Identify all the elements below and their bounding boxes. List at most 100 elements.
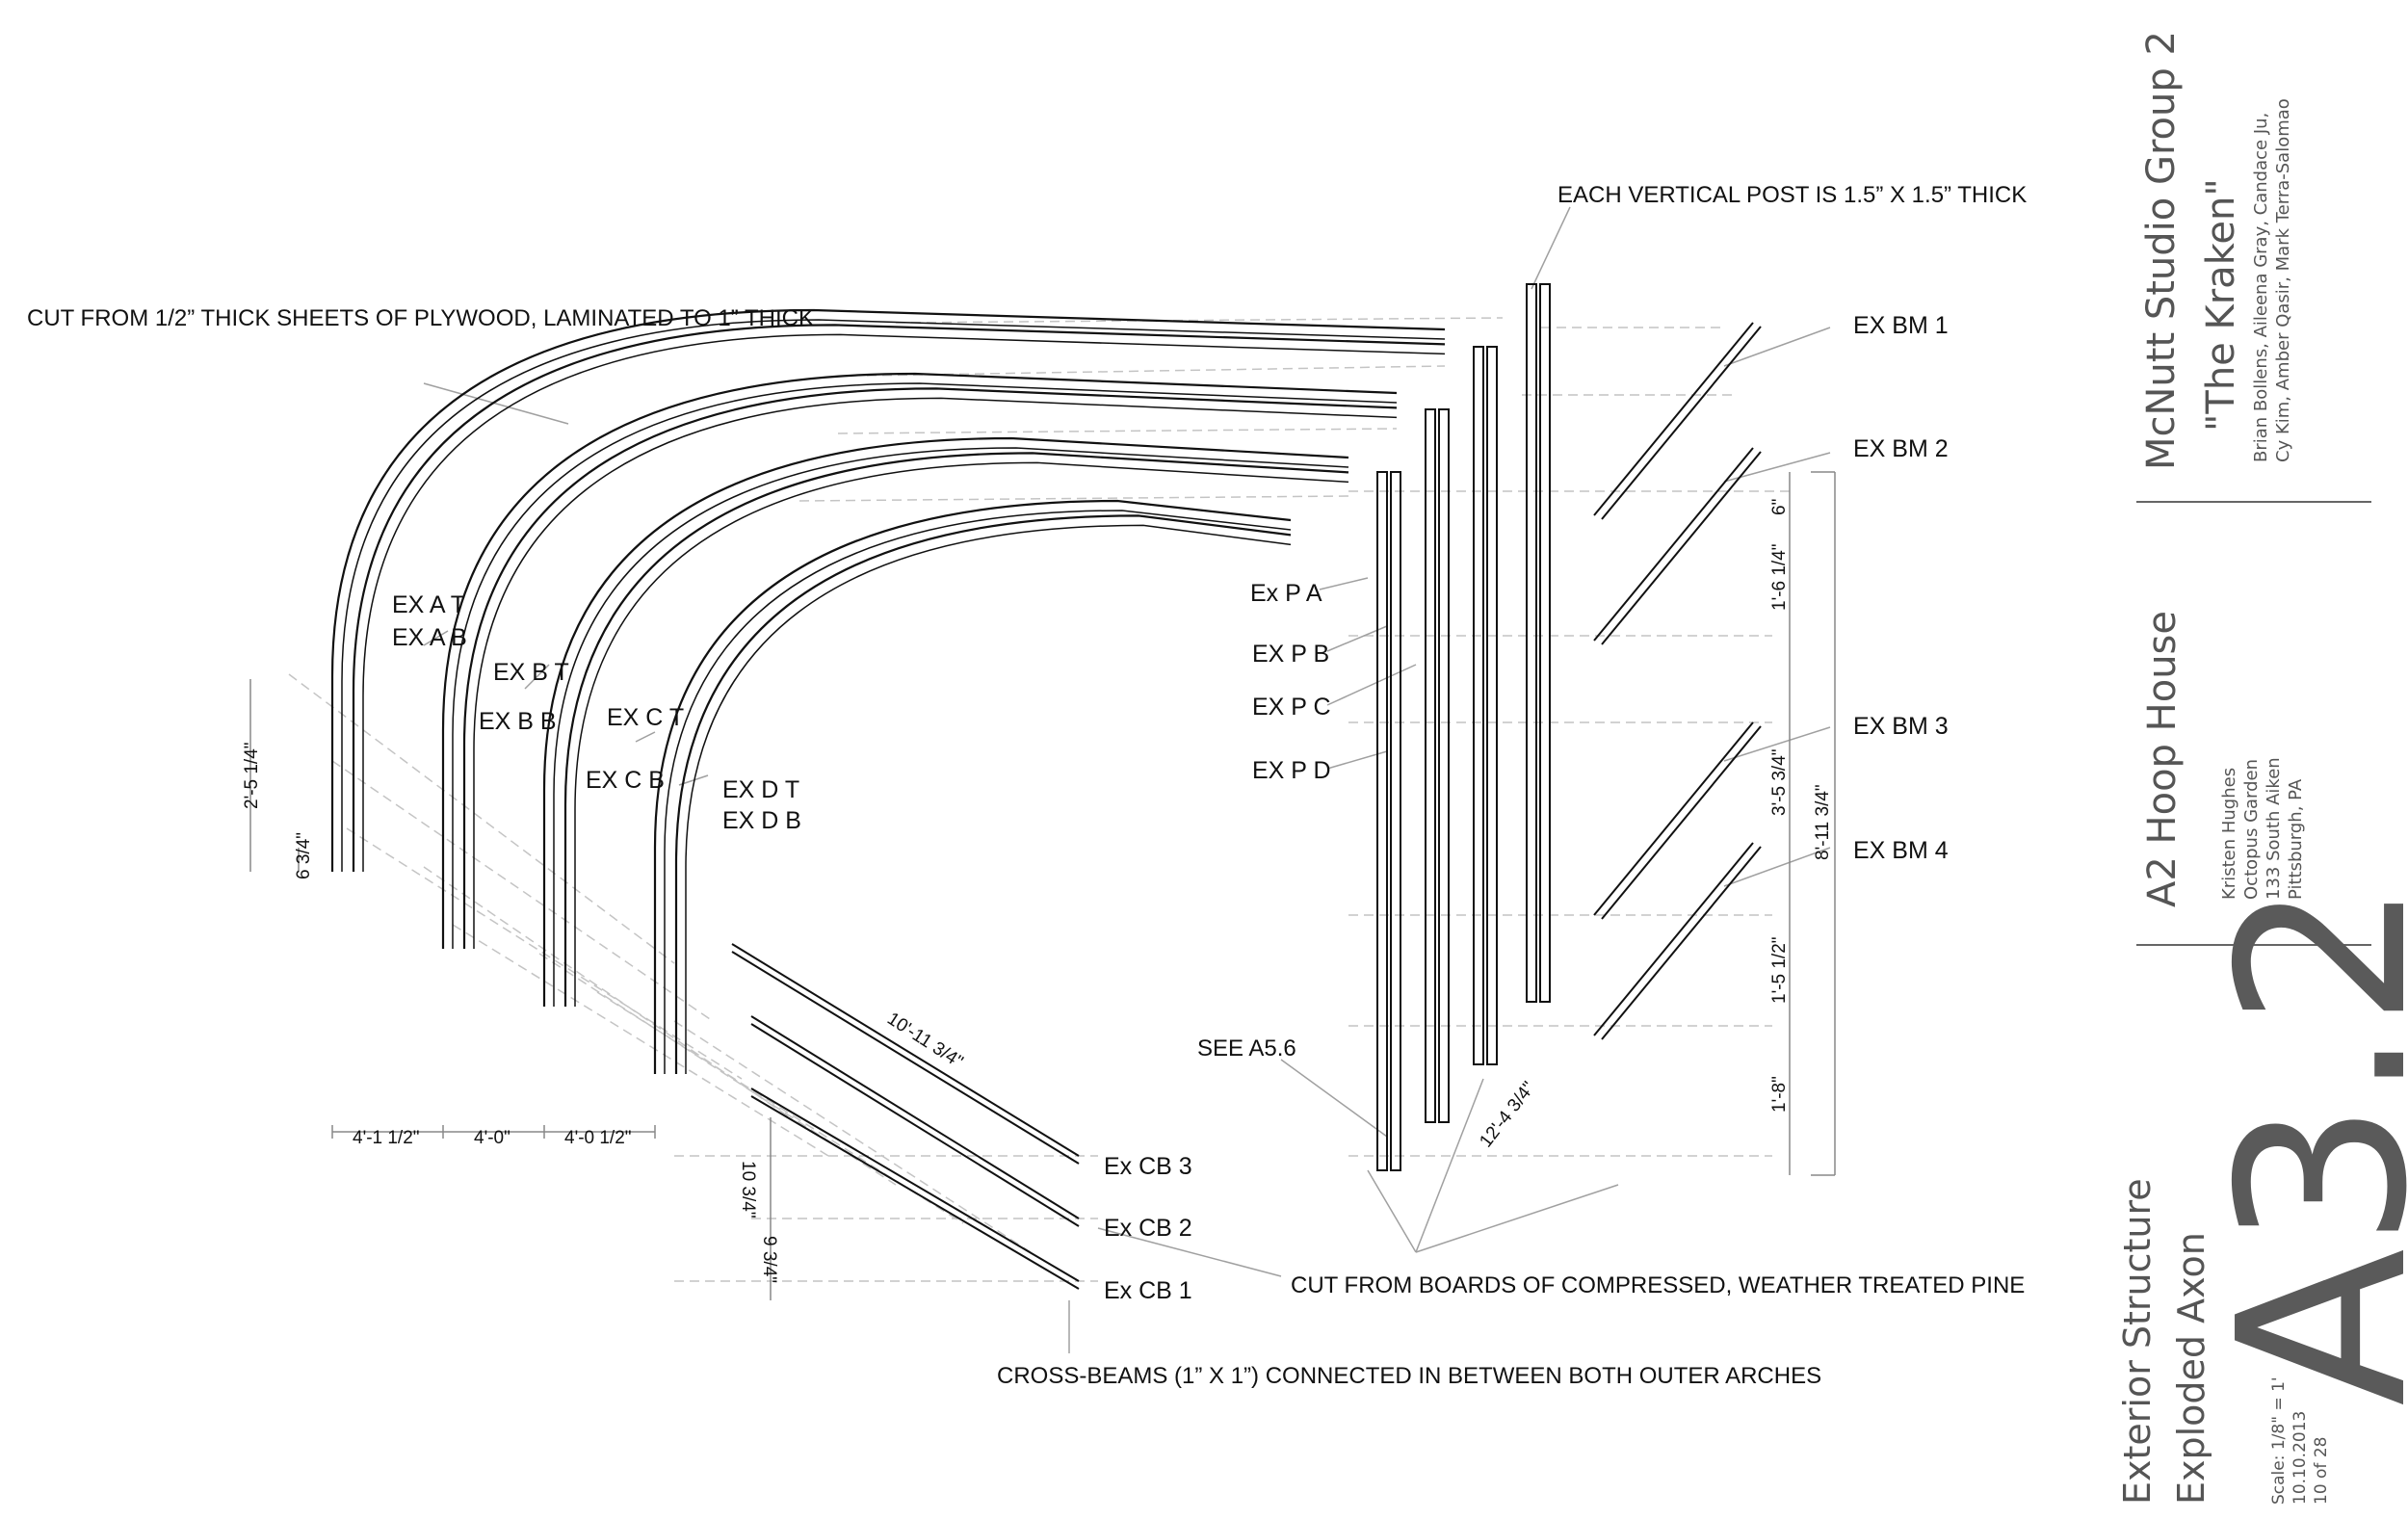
cross-beam-edge xyxy=(750,1023,1080,1227)
projection-line xyxy=(866,365,1446,377)
leader-line xyxy=(524,664,550,690)
cross-beam xyxy=(731,943,1080,1157)
vertical-post-members xyxy=(1376,283,1551,1171)
projection-line xyxy=(423,866,791,1118)
vertical-post xyxy=(1486,346,1498,1065)
plywood-note: CUT FROM 1/2” THICK SHEETS OF PLYWOOD, L… xyxy=(27,305,815,331)
dim-beam-spacing-1: 6" xyxy=(1769,498,1790,515)
arch-label-a-top: EX A T xyxy=(392,591,465,618)
leader-line xyxy=(1319,577,1369,590)
beam-members xyxy=(1593,322,1762,1040)
dim-beam-spacing-5: 1'-8" xyxy=(1769,1076,1790,1113)
arch-member xyxy=(462,387,1398,949)
beam xyxy=(1593,842,1754,1036)
client-address: 133 South Aiken xyxy=(2264,757,2284,900)
leader-line xyxy=(1723,726,1831,762)
cross-beam xyxy=(750,1088,1080,1282)
leader-line xyxy=(635,731,656,743)
arch-member-edge xyxy=(574,461,1349,1007)
arch-member-edge xyxy=(685,524,1292,1074)
dim-beam-spacing-2: 1'-6 1/4" xyxy=(1769,543,1790,611)
cross-beam-members xyxy=(731,943,1080,1290)
studio-name: McNutt Studio Group 2 xyxy=(2139,31,2184,470)
beam xyxy=(1593,721,1754,916)
arch-member-edge xyxy=(341,319,1446,872)
dim-cross-beam-spacing-1: 10 3/4" xyxy=(738,1161,758,1219)
scale-note: Scale: 1/8" = 1' xyxy=(2269,1376,2289,1505)
beam-edge xyxy=(1601,326,1762,520)
vertical-post-note: EACH VERTICAL POST IS 1.5” X 1.5” THICK xyxy=(1557,182,2028,208)
cross-beam-edge xyxy=(731,951,1080,1165)
leader-line xyxy=(1531,206,1571,290)
pine-note: CUT FROM BOARDS OF COMPRESSED, WEATHER T… xyxy=(1291,1272,2026,1298)
cross-beam-label-3: Ex CB 3 xyxy=(1104,1153,1192,1180)
arch-member xyxy=(563,452,1349,1007)
projection-line xyxy=(895,317,1504,324)
sheet-title-line-2: Exploded Axon xyxy=(2170,1232,2212,1505)
arch-member xyxy=(441,372,1398,949)
leader-line xyxy=(1097,1227,1282,1277)
leader-line xyxy=(1723,452,1831,483)
arch-members xyxy=(330,308,1446,1074)
dim-arch-spacing-2: 4'-0" xyxy=(474,1128,510,1148)
see-detail-note: SEE A5.6 xyxy=(1197,1035,1296,1061)
arch-member xyxy=(352,324,1446,872)
team-line-1: Brian Bollens, Aileena Gray, Candace Ju, xyxy=(2251,112,2271,462)
arch-member-edge xyxy=(362,333,1446,872)
arch-label-c-bottom: EX C B xyxy=(586,767,665,794)
projection-line xyxy=(452,924,829,1157)
beam-edge xyxy=(1601,451,1762,645)
arch-member xyxy=(674,514,1292,1074)
beam-label-1: EX BM 1 xyxy=(1853,312,1949,339)
arch-label-d-bottom: EX D B xyxy=(722,807,801,834)
projection-line xyxy=(538,953,897,1186)
arch-member xyxy=(542,436,1349,1007)
arch-label-d-top: EX D T xyxy=(722,776,800,803)
beam-label-4: EX BM 4 xyxy=(1853,837,1949,864)
arch-member-edge xyxy=(452,382,1398,949)
vertical-post xyxy=(1438,408,1450,1123)
beam-edge xyxy=(1601,846,1762,1040)
leader-line xyxy=(1367,1169,1417,1253)
beam xyxy=(1593,322,1754,516)
projection-line xyxy=(798,495,1349,502)
arch-member-edge xyxy=(553,447,1349,1007)
arch-label-c-top: EX C T xyxy=(607,704,685,731)
dim-arch-height-2: 6 3/4" xyxy=(294,831,314,879)
vertical-post xyxy=(1473,346,1484,1065)
arch-member xyxy=(653,499,1292,1074)
beam-label-2: EX BM 2 xyxy=(1853,435,1949,462)
arch-label-a-bottom: EX A B xyxy=(392,624,467,651)
arch-member-edge xyxy=(664,510,1292,1074)
beam-edge xyxy=(1601,725,1762,920)
leader-line xyxy=(423,382,569,425)
vertical-post xyxy=(1526,283,1537,1003)
dim-beam-spacing-4: 1'-5 1/2" xyxy=(1769,936,1790,1004)
projection-line xyxy=(837,428,1398,434)
dim-cross-beam-spacing-2: 9 3/4" xyxy=(759,1236,779,1284)
beam-label-3: EX BM 3 xyxy=(1853,713,1949,740)
dim-overall-height: 8'-11 3/4" xyxy=(1813,784,1833,860)
sheet-number: A3.2 xyxy=(2188,880,2408,1406)
post-label-c: EX P C xyxy=(1252,694,1331,721)
beam xyxy=(1593,447,1754,642)
leader-line xyxy=(1326,664,1417,706)
vertical-post xyxy=(1539,283,1551,1003)
post-label-d: EX P D xyxy=(1252,757,1331,784)
vertical-post xyxy=(1390,471,1401,1171)
cross-beam-label-2: Ex CB 2 xyxy=(1104,1215,1192,1242)
post-label-a: Ex P A xyxy=(1250,580,1322,607)
page-count: 10 of 28 xyxy=(2312,1436,2331,1505)
sheet-date: 10.10.2013 xyxy=(2290,1410,2310,1505)
cross-beam-edge xyxy=(750,1095,1080,1290)
projection-line xyxy=(673,1020,1032,1253)
dim-arch-height-1: 2'-5 1/4" xyxy=(242,742,262,809)
post-label-b: EX P B xyxy=(1252,641,1330,668)
project-title: A2 Hoop House xyxy=(2140,610,2185,907)
arch-label-b-bottom: EX B B xyxy=(479,708,557,735)
vertical-post xyxy=(1425,408,1436,1123)
arch-member-edge xyxy=(473,397,1398,949)
leader-line xyxy=(1723,847,1831,887)
vertical-post xyxy=(1376,471,1388,1171)
title-divider-1 xyxy=(2136,501,2371,503)
